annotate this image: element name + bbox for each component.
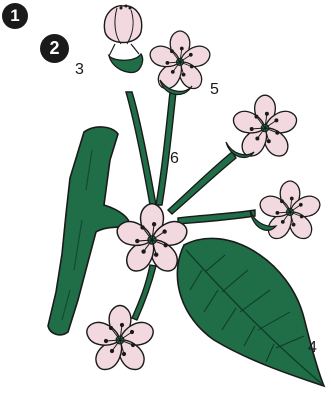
step-badge-1: 1 — [2, 3, 28, 29]
label-5: 5 — [210, 82, 219, 98]
step-badge-2: 2 — [40, 34, 69, 63]
flower-right — [257, 181, 322, 243]
label-6: 6 — [170, 151, 179, 167]
flower-5 — [147, 31, 212, 93]
leaf — [177, 238, 324, 386]
flower-upper-right — [231, 95, 300, 160]
label-3: 3 — [75, 62, 84, 78]
label-4: 4 — [308, 340, 317, 356]
flower-bud-3 — [104, 5, 142, 73]
flower-bottom-left — [84, 306, 156, 375]
